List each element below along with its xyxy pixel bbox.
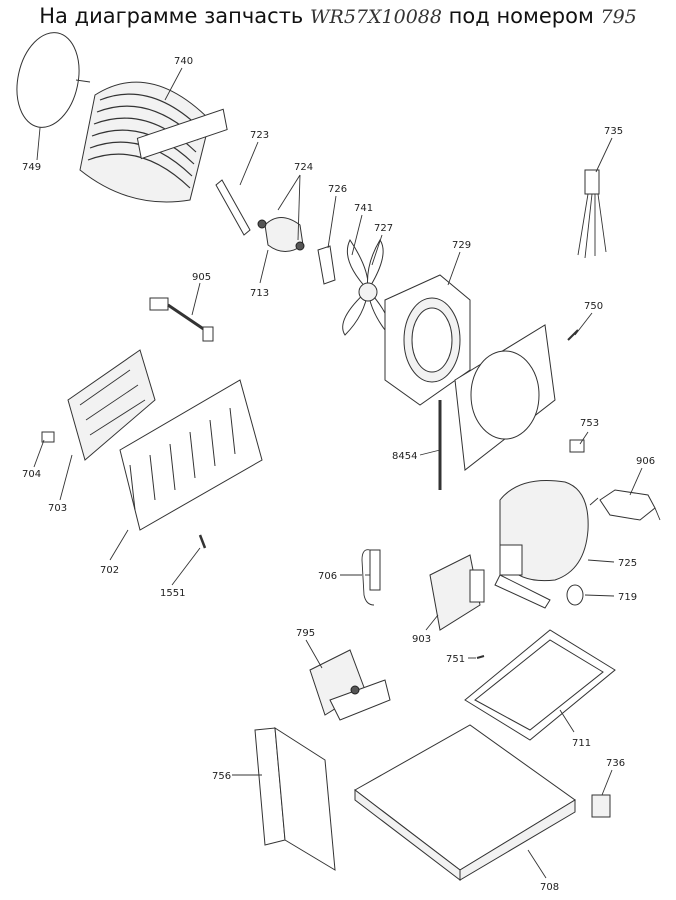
callout-724: 724 <box>294 162 313 173</box>
title-prefix: На диаграмме запчасть <box>39 4 304 28</box>
part-756-side-panel <box>254 727 336 871</box>
title-callout: 795 <box>600 6 637 28</box>
part-719-grommet <box>566 584 584 606</box>
part-723-bracket <box>215 179 251 236</box>
callout-8454: 8454 <box>392 451 417 462</box>
part-749-cover <box>16 32 91 128</box>
part-906-drier <box>589 489 661 521</box>
part-740-condenser-coil <box>79 81 228 203</box>
callout-750: 750 <box>584 301 603 312</box>
leader-lines <box>33 67 643 879</box>
part-706-tube <box>361 549 381 606</box>
callout-703: 703 <box>48 503 67 514</box>
part-713-fan-motor <box>257 217 305 252</box>
part-735-relay <box>577 169 607 259</box>
title-part-number: WR57X10088 <box>310 6 442 28</box>
callout-795: 795 <box>296 628 315 639</box>
callout-753: 753 <box>580 418 599 429</box>
part-903-inverter <box>429 554 485 631</box>
callout-749: 749 <box>22 162 41 173</box>
part-702-board-cover <box>119 379 263 531</box>
callout-729: 729 <box>452 240 471 251</box>
callout-719: 719 <box>618 592 637 603</box>
callout-726: 726 <box>328 184 347 195</box>
callout-708: 708 <box>540 882 559 893</box>
callout-711: 711 <box>572 738 591 749</box>
part-711-drain-pan <box>464 629 616 741</box>
part-727-fan-blade <box>342 239 389 336</box>
part-750-screw <box>567 329 579 341</box>
part-704-clip <box>41 431 55 443</box>
part-905-sensor <box>149 297 214 342</box>
page-title: На диаграмме запчасть WR57X10088 под ном… <box>0 4 676 28</box>
callout-751: 751 <box>446 654 465 665</box>
callout-723: 723 <box>250 130 269 141</box>
callout-903: 903 <box>412 634 431 645</box>
part-736-switch <box>591 794 611 818</box>
callout-756: 756 <box>212 771 231 782</box>
part-1551-screw <box>198 534 207 549</box>
part-703-control-board <box>67 349 156 461</box>
part-8454-panel <box>438 324 556 490</box>
callout-905: 905 <box>192 272 211 283</box>
callout-741: 741 <box>354 203 373 214</box>
part-751-screw <box>476 655 485 659</box>
callout-725: 725 <box>618 558 637 569</box>
callout-906: 906 <box>636 456 655 467</box>
callout-740: 740 <box>174 56 193 67</box>
callout-727: 727 <box>374 223 393 234</box>
part-795-relay <box>309 649 391 721</box>
callout-704: 704 <box>22 469 41 480</box>
callout-713: 713 <box>250 288 269 299</box>
title-middle: под номером <box>448 4 594 28</box>
callout-1551: 1551 <box>160 588 185 599</box>
callout-736: 736 <box>606 758 625 769</box>
part-725-compressor <box>494 479 589 609</box>
callout-labels: 740 749 723 724 726 741 727 735 905 713 … <box>22 56 655 893</box>
callout-706: 706 <box>318 571 337 582</box>
part-726-bracket <box>317 245 336 285</box>
part-708-base-pan <box>354 724 576 882</box>
callout-735: 735 <box>604 126 623 137</box>
callout-702: 702 <box>100 565 119 576</box>
part-729-fan-shroud <box>384 274 471 406</box>
